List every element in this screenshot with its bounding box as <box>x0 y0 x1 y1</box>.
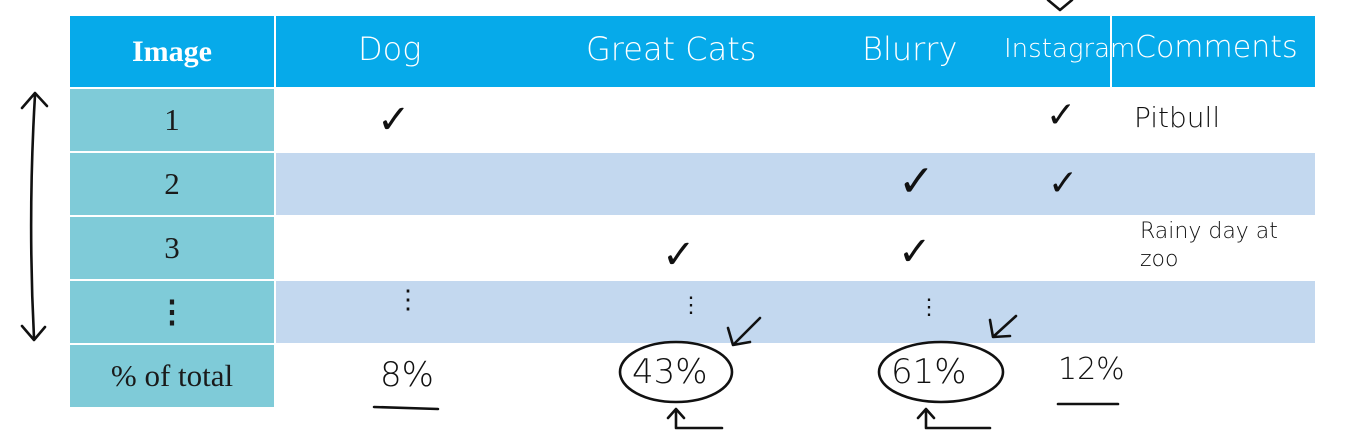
table-row <box>276 281 1315 343</box>
table-row <box>276 345 1315 407</box>
table-row <box>276 217 1315 279</box>
header-great-cats: Great Cats <box>586 30 757 68</box>
cell-r4-dog: ⋮ <box>395 285 421 315</box>
underline-dog <box>372 405 440 411</box>
row-label-ellipsis: ⋮ <box>70 281 274 343</box>
arrow-icon <box>732 316 762 346</box>
arrow-icon <box>992 314 1018 338</box>
return-arrow-icon <box>924 408 992 430</box>
header-blurry: Blurry <box>862 30 958 68</box>
total-great-cats: 43% <box>632 352 708 392</box>
arrow-down-icon <box>1046 0 1074 12</box>
cell-r1-comments: Pitbull <box>1134 101 1221 134</box>
circle-blurry <box>877 340 1005 404</box>
table-row <box>276 89 1315 151</box>
return-arrow-icon <box>674 408 724 430</box>
header-band <box>276 16 1315 87</box>
cell-r2-instagram: ✓ <box>1048 163 1079 204</box>
cell-r3-blurry: ✓ <box>898 229 932 275</box>
header-image: Image <box>70 16 274 87</box>
row-label-1: 1 <box>70 89 274 151</box>
cell-r3-great-cats: ✓ <box>662 232 696 278</box>
double-arrow-icon <box>29 93 37 340</box>
header-instagram: Instagram <box>1004 34 1136 64</box>
header-divider <box>1110 16 1112 87</box>
cell-r4-blurry: ⋮ <box>918 295 940 320</box>
cell-r3-comments: Rainy day at zoo <box>1140 219 1278 272</box>
cell-r1-instagram: ✓ <box>1046 95 1077 136</box>
total-blurry: 61% <box>891 352 967 392</box>
header-comments: Comments <box>1135 30 1298 65</box>
total-dog: 8% <box>380 355 434 395</box>
cell-r1-dog: ✓ <box>377 97 411 143</box>
row-label-3: 3 <box>70 217 274 279</box>
cell-r2-blurry: ✓ <box>898 156 935 207</box>
total-instagram: 12% <box>1058 352 1125 387</box>
row-label-total: % of total <box>70 345 274 407</box>
table-row <box>276 153 1315 215</box>
circle-great-cats <box>618 340 734 404</box>
row-label-2: 2 <box>70 153 274 215</box>
header-divider <box>274 16 276 87</box>
cell-r4-great-cats: ⋮ <box>680 293 702 318</box>
header-dog: Dog <box>358 30 422 68</box>
